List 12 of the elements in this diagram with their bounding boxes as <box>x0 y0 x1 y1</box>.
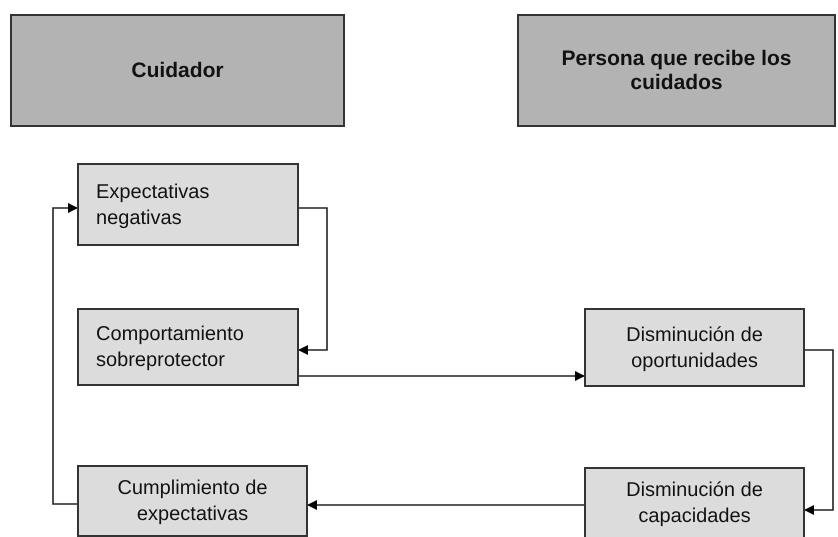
process-box: Expectativas negativas <box>77 163 299 246</box>
header-box: Persona que recibe los cuidados <box>517 14 836 127</box>
process-box: Disminución de oportunidades <box>584 308 805 387</box>
arrow <box>52 203 78 505</box>
process-box: Disminución de capacidades <box>584 467 805 537</box>
process-box: Cumplimiento de expectativas <box>77 465 308 537</box>
arrow <box>804 349 834 515</box>
process-box: Comportamiento sobreprotector <box>77 308 299 386</box>
arrow <box>307 500 584 510</box>
arrow <box>299 371 585 381</box>
header-box: Cuidador <box>10 14 345 127</box>
arrow <box>298 207 328 355</box>
